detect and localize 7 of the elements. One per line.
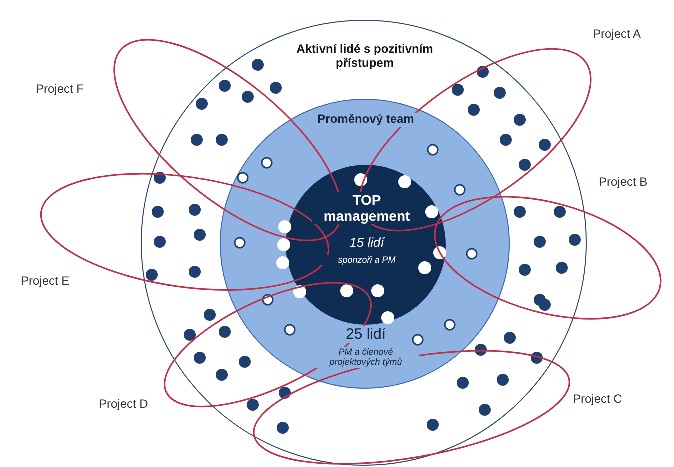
project-label: Project B [598, 175, 649, 189]
project-label: Project E [20, 274, 71, 288]
project-label: Project C [572, 392, 624, 406]
project-label: Project F [35, 82, 86, 96]
project-label: Project A [592, 27, 642, 41]
project-label: Project D [98, 396, 150, 411]
zone-description: PM a členové projektových týmů [313, 347, 419, 368]
